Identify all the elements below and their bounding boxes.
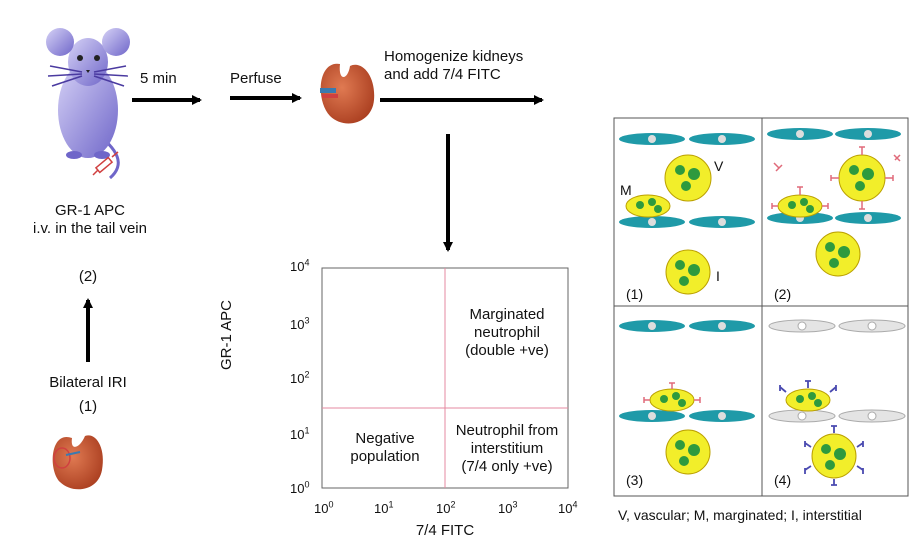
y-tick: 102 <box>290 370 309 388</box>
kidney-icon-perfused <box>320 63 375 124</box>
quadrant-upper-right-line: Marginated <box>469 306 545 323</box>
y-tick-base: 10 <box>290 481 305 496</box>
quadrant-lower-left-line: population <box>350 448 420 465</box>
quadrant-lower-right-line: (7/4 only +ve) <box>461 458 553 475</box>
panel-1-label: (1) <box>626 286 644 302</box>
y-tick: 104 <box>290 258 309 276</box>
schematic-caption: V, vascular; M, marginated; I, interstit… <box>618 507 862 523</box>
y-tick-exp: 0 <box>304 479 310 490</box>
quadrant-upper-right-line: neutrophil <box>474 324 540 341</box>
syringe-icon <box>92 151 119 176</box>
x-tick-base: 10 <box>436 501 451 516</box>
mouse-caption-line2: i.v. in the tail vein <box>33 220 147 237</box>
arrow-homogenize-line1: Homogenize kidneys <box>384 48 524 65</box>
x-tick: 102 <box>436 500 455 518</box>
y-tick-exp: 1 <box>304 425 310 436</box>
x-tick-exp: 1 <box>388 499 394 510</box>
y-tick-base: 10 <box>290 371 305 386</box>
y-tick-base: 10 <box>290 427 305 442</box>
arrow-perfuse-label: Perfuse <box>230 70 282 87</box>
step-2-label: (2) <box>78 268 98 285</box>
cell-label-vascular: V <box>714 158 724 174</box>
x-tick: 103 <box>498 500 517 518</box>
x-tick-base: 10 <box>374 501 389 516</box>
panel-4-graphic <box>768 319 906 486</box>
quadrant-upper-right-label: Marginated neutrophil (double +ve) <box>447 306 567 360</box>
panel-3-graphic <box>619 320 755 475</box>
x-tick-exp: 0 <box>328 499 334 510</box>
flow-plot <box>321 267 569 489</box>
y-tick: 101 <box>290 426 309 444</box>
quadrant-lower-left-label: Negative population <box>330 430 440 466</box>
quadrant-lower-left-line: Negative <box>355 430 415 447</box>
arrow-homogenize-line2: and add 7/4 FITC <box>384 66 501 83</box>
quadrant-lower-right-line: interstitium <box>470 440 544 457</box>
x-tick: 100 <box>314 500 333 518</box>
x-tick-exp: 4 <box>572 499 578 510</box>
y-tick-exp: 2 <box>304 369 310 380</box>
x-tick-base: 10 <box>498 501 513 516</box>
cell-label-interstitial: I <box>716 268 720 284</box>
plot-x-axis-label: 7/4 FITC <box>415 522 475 539</box>
mouse-caption-line1: GR-1 APC <box>54 202 126 219</box>
arrow-homogenize-label: Homogenize kidneys and add 7/4 FITC <box>384 48 523 84</box>
kidney-icon-ischemic <box>52 435 103 490</box>
y-tick: 103 <box>290 316 309 334</box>
x-tick-exp: 2 <box>450 499 456 510</box>
panel-4-label: (4) <box>774 472 792 488</box>
y-tick-exp: 4 <box>304 257 310 268</box>
panel-2-graphic <box>767 128 901 277</box>
panel-3-label: (3) <box>626 472 644 488</box>
y-tick-base: 10 <box>290 317 305 332</box>
x-tick: 104 <box>558 500 577 518</box>
mouse-caption: GR-1 APC i.v. in the tail vein <box>20 202 160 238</box>
quadrant-upper-right-line: (double +ve) <box>465 342 549 359</box>
arrow-5min-label: 5 min <box>140 70 177 87</box>
panel-2-label: (2) <box>774 286 792 302</box>
step-1-title: Bilateral IRI <box>49 374 127 391</box>
x-tick-exp: 3 <box>512 499 518 510</box>
x-tick: 101 <box>374 500 393 518</box>
cell-label-marginated: M <box>620 182 632 198</box>
y-tick: 100 <box>290 480 309 498</box>
quadrant-lower-right-label: Neutrophil from interstitium (7/4 only +… <box>447 422 567 476</box>
step-1-label: (1) <box>78 398 98 415</box>
x-tick-base: 10 <box>558 501 573 516</box>
y-tick-base: 10 <box>290 259 305 274</box>
x-tick-base: 10 <box>314 501 329 516</box>
mouse-illustration <box>46 28 130 180</box>
panel-1-graphic <box>619 133 755 295</box>
quadrant-lower-right-line: Neutrophil from <box>455 422 559 439</box>
y-tick-exp: 3 <box>304 315 310 326</box>
plot-y-axis-label: GR-1 APC <box>218 299 235 370</box>
